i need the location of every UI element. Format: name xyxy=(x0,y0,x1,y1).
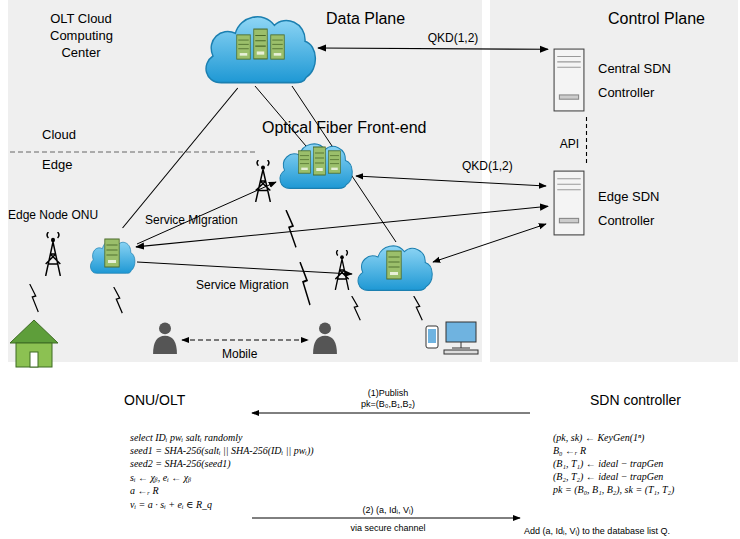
text-label: Cloud xyxy=(42,128,76,143)
text-label: QKD(1,2) xyxy=(462,160,513,174)
text-label: Service Migration xyxy=(196,279,289,293)
house-body xyxy=(16,343,52,367)
server-icon xyxy=(329,151,341,173)
equation-line: a ←ᵣ R xyxy=(130,485,159,497)
equation-line: (pk, sk) ← KeyGen(1ⁿ) xyxy=(553,432,644,444)
text-label: Add (a, Idᵢ, Vᵢ) to the database list Q. xyxy=(524,526,670,536)
text-label: via secure channel xyxy=(350,523,425,533)
equation-line: (B₁, T₁) ← ideal − trapGen xyxy=(553,458,663,470)
text-label: Service Migration xyxy=(145,214,238,228)
server-icon xyxy=(105,239,119,267)
control-plane-panel: Control PlaneCentral SDN ControllerEdge … xyxy=(490,0,738,362)
node-label: Data Plane xyxy=(326,9,405,28)
server-icon xyxy=(271,35,285,59)
text-label: Optical Fiber Front-end xyxy=(262,119,427,137)
equation-line: pk = (B₀, B₁, B₂), sk = (T₁, T₂) xyxy=(553,484,674,496)
text-label: (1)Publish xyxy=(368,388,409,398)
text-label: (2) (a, Idᵢ, Vᵢ) xyxy=(363,505,414,515)
edge-node: Edge Node ONU xyxy=(88,228,136,282)
server-icon xyxy=(314,147,326,175)
cloud-shape xyxy=(206,17,315,83)
keyboard-icon xyxy=(444,350,478,354)
server-icon xyxy=(299,151,311,173)
node-shape xyxy=(548,45,723,117)
equation-line: B₀ ←ᵣ R xyxy=(553,445,586,457)
text-label: Edge xyxy=(42,158,72,173)
house-door xyxy=(30,352,38,367)
node-label: Control Plane xyxy=(608,9,705,28)
node-label: Edge Node ONU xyxy=(8,208,98,222)
monitor-icon xyxy=(446,322,476,342)
server-icon xyxy=(237,35,251,59)
node-label: OLT Cloud Computing Center xyxy=(50,10,112,61)
text-label: SDN controller xyxy=(590,392,681,408)
equation-line: seed1 = SHA-256(saltᵢ || SHA-256(IDᵢ || … xyxy=(130,445,314,457)
controller-server xyxy=(554,171,584,235)
edge-label: QKD(1,2) xyxy=(428,32,479,46)
message-arrow xyxy=(252,518,520,519)
equation-line: seed2 = SHA-256(seed1) xyxy=(130,458,231,470)
olt-cloud: OLT Cloud Computing Center xyxy=(200,8,318,88)
phone-screen xyxy=(428,329,436,343)
equation-line: select IDᵢ pwᵢ saltᵢ randomly xyxy=(130,432,243,444)
equation-line: vᵢ = a · sᵢ + eᵢ ∈ R_q xyxy=(130,499,212,511)
controller-node: Edge SDN Controller xyxy=(548,165,723,240)
server-icon xyxy=(387,251,401,279)
text-label: Mobile xyxy=(222,348,257,362)
equation-line: sᵢ ← χᵦ, eᵢ ← χᵦ xyxy=(130,472,191,484)
text-label: pk=(B₀,B₁,B₂) xyxy=(361,399,415,409)
node-shape xyxy=(88,228,136,282)
controller-node: Central SDN Controller xyxy=(548,45,723,117)
message-arrow xyxy=(252,413,530,414)
phone-icon xyxy=(426,326,438,348)
edge-label: API xyxy=(560,138,579,152)
node-shape xyxy=(200,8,318,88)
node-label: Edge SDN Controller xyxy=(598,185,708,233)
data-plane-panel: Data Plane OLT Cloud Computing CenterEdge… xyxy=(8,0,482,362)
text-label: ONU/OLT xyxy=(124,392,185,408)
equation-line: (B₂, T₂) ← ideal − trapGen xyxy=(553,471,663,483)
controller-server xyxy=(554,49,584,111)
node-label: Central SDN Controller xyxy=(598,57,708,105)
server-icon xyxy=(254,29,268,59)
